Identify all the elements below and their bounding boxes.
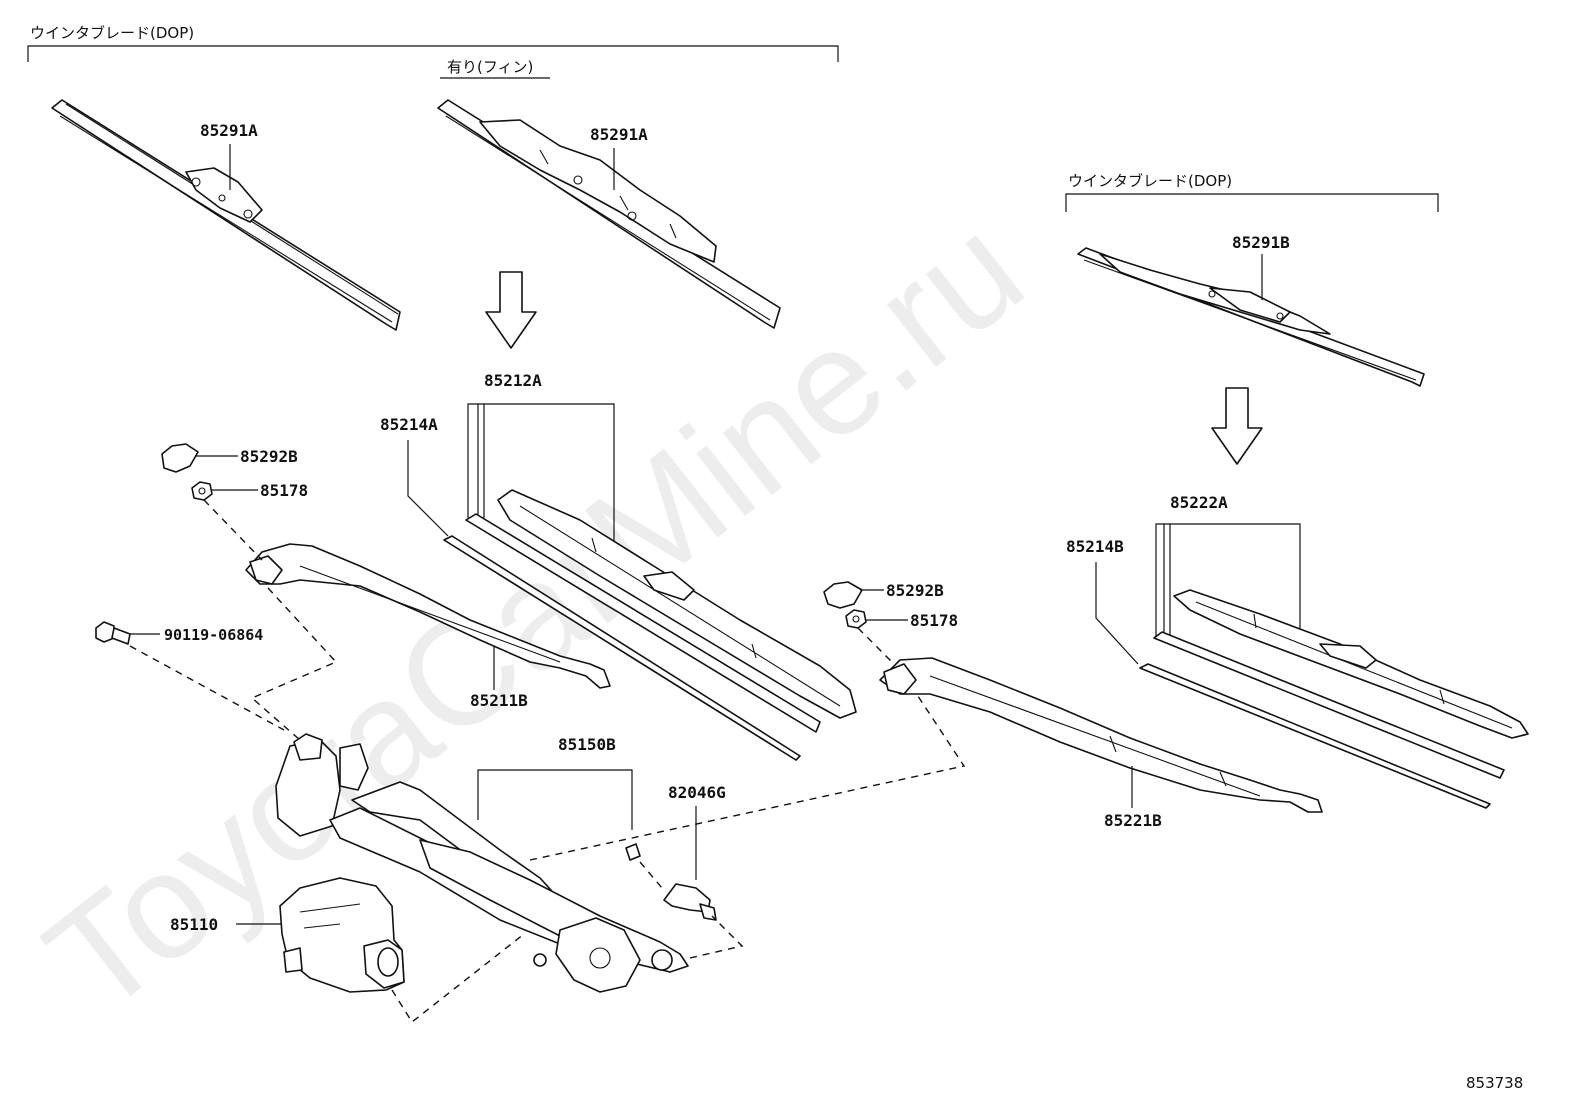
dop-left-group: ウインタブレード(DOP) 有り(フィン) [27, 24, 839, 79]
label-85291a-2: 85291A [590, 125, 648, 144]
label-85291a-1: 85291A [200, 121, 258, 140]
blade-assy-85212a: 85212A 85214A [380, 371, 857, 761]
dop-left-label: ウインタブレード(DOP) [30, 24, 194, 42]
wiper-blade-85291b: 85291B [1077, 233, 1425, 387]
label-82046g: 82046G [668, 783, 726, 802]
wiper-arm-85221b: 85221B [879, 657, 1323, 830]
wiper-linkage-85150b: 85150B [275, 733, 689, 993]
label-90119-06864: 90119-06864 [164, 626, 263, 644]
label-85178-1: 85178 [260, 481, 308, 500]
label-85291b: 85291B [1232, 233, 1290, 252]
label-85178-2: 85178 [910, 611, 958, 630]
label-85292b-2: 85292B [886, 581, 944, 600]
label-85150b: 85150B [558, 735, 616, 754]
label-85212a: 85212A [484, 371, 542, 390]
cap-85292b-left: 85292B [161, 443, 298, 473]
dop-right-label: ウインタブレード(DOP) [1068, 172, 1232, 190]
label-85211b: 85211B [470, 691, 528, 710]
dop-right-group: ウインタブレード(DOP) [1065, 172, 1439, 212]
down-arrow-icon [1211, 387, 1263, 465]
label-85222a: 85222A [1170, 493, 1228, 512]
diagram-id: 853738 [1466, 1074, 1523, 1092]
label-85221b: 85221B [1104, 811, 1162, 830]
wiper-arm-85211b: 85211B [245, 543, 611, 710]
label-85214b: 85214B [1066, 537, 1124, 556]
label-85214a: 85214A [380, 415, 438, 434]
wiper-blade-85291a-fin: 85291A [437, 99, 781, 329]
down-arrow-icon [485, 271, 537, 349]
fin-label: 有り(フィン) [447, 58, 533, 76]
wiper-blade-85291a-left: 85291A [51, 99, 401, 331]
blade-assy-85222a: 85222A 85214B [1066, 493, 1529, 809]
nut-85178-right: 85178 [845, 609, 958, 630]
cap-85292b-right: 85292B [823, 581, 944, 609]
sensor-82046g: 82046G [625, 783, 726, 921]
label-85292b-1: 85292B [240, 447, 298, 466]
bolt-90119-06864: 90119-06864 [95, 621, 263, 645]
label-85110: 85110 [170, 915, 218, 934]
nut-85178-left: 85178 [191, 481, 308, 501]
wiper-motor-85110: 85110 [170, 877, 405, 993]
